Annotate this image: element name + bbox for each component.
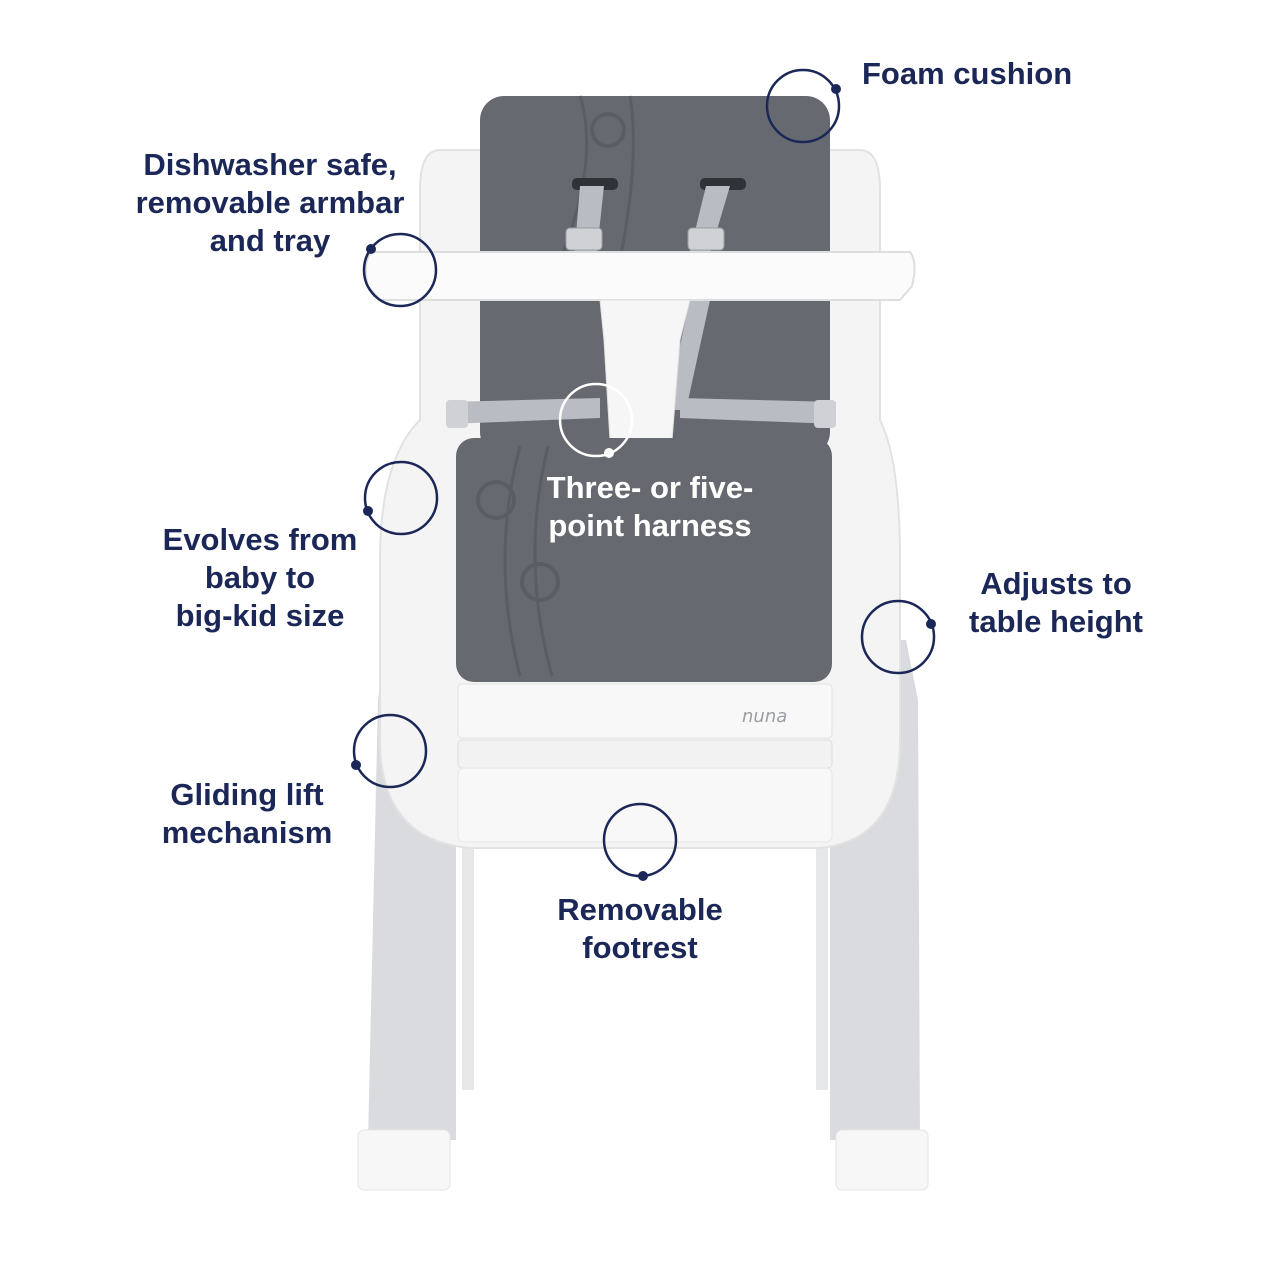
callout-evolves-line-2: baby to <box>204 560 316 595</box>
backrest-emboss-line-2 <box>618 95 635 261</box>
callout-lift-line-2: mechanism <box>161 815 333 850</box>
callout-armbar-tray: Dishwasher safe, removable armbar and tr… <box>110 146 430 260</box>
footrest-dot <box>638 871 648 881</box>
callout-harness: Three- or five- point harness <box>500 469 800 545</box>
lift-ring <box>352 713 428 789</box>
callout-footrest: Removable footrest <box>530 891 750 967</box>
callout-table-height: Adjusts to table height <box>940 565 1172 641</box>
backrest-emboss <box>590 112 626 148</box>
table-height-dot <box>926 619 936 629</box>
seat-emboss-1 <box>476 480 516 520</box>
callout-foam-cushion: Foam cushion <box>862 55 1072 93</box>
evolves-marker <box>363 460 439 536</box>
callout-harness-line-1: Three- or five- <box>546 470 754 505</box>
evolves-dot <box>363 506 373 516</box>
brand-logo: nuna <box>742 706 787 727</box>
callout-lift: Gliding lift mechanism <box>137 776 357 852</box>
back-left-leg <box>462 840 474 1090</box>
waist-strap-left <box>448 398 600 424</box>
callout-lift-line-1: Gliding lift <box>170 777 324 812</box>
harness-ring <box>558 382 634 458</box>
front-left-leg-cap <box>357 1129 451 1191</box>
tray <box>364 251 916 301</box>
callout-armbar-tray-line-1: Dishwasher safe, <box>143 147 397 182</box>
callout-evolves-line-1: Evolves from <box>162 522 358 557</box>
footrest-marker <box>602 802 678 881</box>
armbar-tray-marker <box>362 232 438 308</box>
seat-emboss-line-2 <box>533 445 554 677</box>
harness-dot <box>604 448 614 458</box>
lift-dot <box>351 760 361 770</box>
foam-cushion-ring <box>765 68 841 144</box>
footrest-ring <box>602 802 678 878</box>
seat-emboss-2 <box>520 562 560 602</box>
callout-harness-line-2: point harness <box>548 508 752 543</box>
seat-cushion <box>456 438 832 682</box>
callout-table-height-line-2: table height <box>969 604 1143 639</box>
evolves-ring <box>363 460 439 536</box>
callout-armbar-tray-line-3: and tray <box>209 223 331 258</box>
foam-cushion-marker <box>765 68 841 144</box>
callout-armbar-tray-line-2: removable armbar <box>135 185 405 220</box>
seat-emboss-line <box>503 445 522 677</box>
seat-base <box>457 683 833 739</box>
callout-table-height-line-1: Adjusts to <box>980 566 1132 601</box>
table-height-ring <box>860 599 936 675</box>
strap-buckle-left <box>565 227 603 251</box>
armbar-tray-ring <box>362 232 438 308</box>
callout-evolves-line-3: big-kid size <box>175 598 345 633</box>
waist-strap-right <box>680 398 836 424</box>
hip-buckle-left <box>446 400 468 428</box>
armbar-tray-dot <box>366 244 376 254</box>
callout-evolves: Evolves from baby to big-kid size <box>140 521 380 635</box>
hip-buckle-right <box>814 400 836 428</box>
harness-marker <box>558 382 634 458</box>
lift-marker <box>351 713 428 789</box>
strap-buckle-right <box>687 227 725 251</box>
table-height-marker <box>860 599 936 675</box>
callout-footrest-line-2: footrest <box>582 930 698 965</box>
front-right-leg-cap <box>835 1129 929 1191</box>
foam-cushion-dot <box>831 84 841 94</box>
back-right-leg <box>816 840 828 1090</box>
callout-footrest-line-1: Removable <box>557 892 723 927</box>
callout-foam-cushion-line-1: Foam cushion <box>862 56 1073 91</box>
